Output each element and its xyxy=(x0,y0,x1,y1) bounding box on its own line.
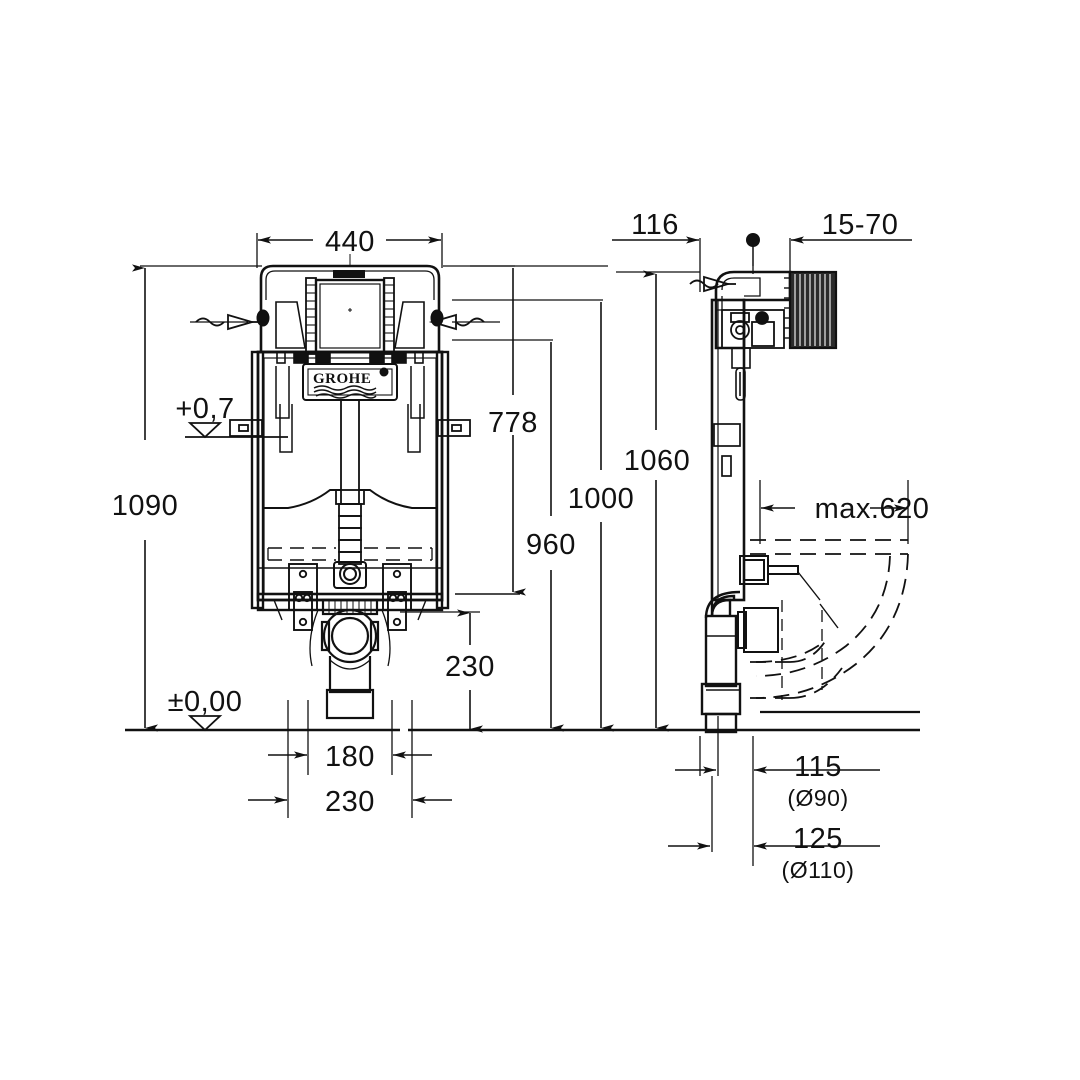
dim-115-label: 115 xyxy=(794,751,842,783)
dim-116-label: 116 xyxy=(631,209,679,241)
dim-1060-label: 1060 xyxy=(624,445,691,477)
dim-180-label: 180 xyxy=(325,741,375,773)
level-plus07-label: +0,7 xyxy=(175,393,234,425)
dim-230-bend-label: 230 xyxy=(445,651,495,683)
front-view-dimensions xyxy=(125,233,920,818)
dim-440-label: 440 xyxy=(325,226,375,258)
front-view-geometry xyxy=(229,264,471,720)
dim-1000-label: 1000 xyxy=(568,483,635,515)
dimension-text-layer: 440 1090 778 960 1000 230 180 230 +0,7 ±… xyxy=(112,209,930,883)
dim-1090-label: 1090 xyxy=(112,490,179,522)
grohe-logo-dot xyxy=(379,367,389,377)
dim-125-label: 125 xyxy=(793,823,843,855)
side-view-geometry xyxy=(700,270,920,734)
level-zero-label: ±0,00 xyxy=(168,686,243,718)
side-view-dimensions xyxy=(612,233,912,866)
dim-778-label: 778 xyxy=(488,407,538,439)
dim-max620-label: max.620 xyxy=(815,493,930,525)
dia-90-label: (Ø90) xyxy=(787,785,848,811)
dim-230-bolt-label: 230 xyxy=(325,786,375,818)
dim-960-label: 960 xyxy=(526,529,576,561)
dim-15-70-label: 15-70 xyxy=(822,209,899,241)
grohe-logo-text: GROHE xyxy=(313,371,371,387)
dia-110-label: (Ø110) xyxy=(782,857,855,883)
grohe-logo: GROHE xyxy=(313,367,389,399)
